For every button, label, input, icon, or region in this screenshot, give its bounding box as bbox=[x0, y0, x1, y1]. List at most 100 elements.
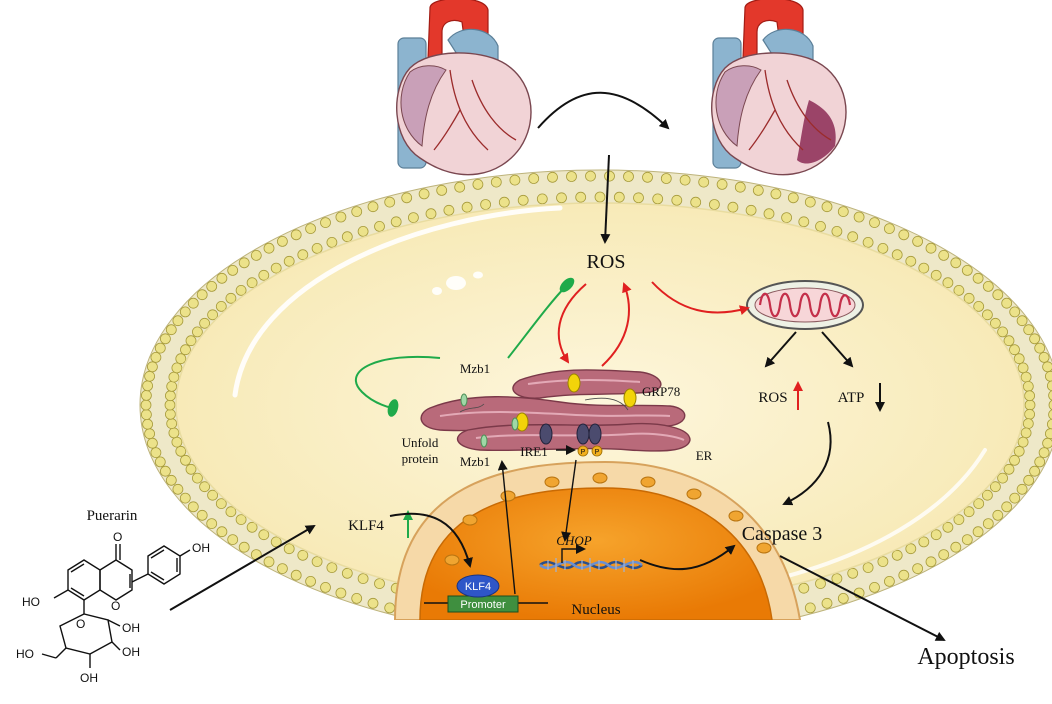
lipid-head bbox=[425, 208, 437, 220]
lipid-head bbox=[216, 272, 228, 284]
promoter-label: Promoter bbox=[460, 599, 506, 611]
lipid-head bbox=[912, 563, 923, 574]
lipid-head bbox=[982, 309, 993, 321]
mzb1-inhibits-unfold bbox=[354, 355, 441, 409]
lipid-head bbox=[357, 573, 369, 584]
lipid-head bbox=[258, 529, 270, 541]
nuclear-pore bbox=[686, 488, 702, 500]
lipid-head bbox=[1009, 344, 1020, 356]
chop-to-caspase-arrow bbox=[639, 544, 736, 571]
nuclear-pore bbox=[500, 490, 516, 502]
lipid-head bbox=[585, 170, 596, 182]
lipid-head bbox=[942, 277, 954, 289]
lipid-head bbox=[297, 249, 309, 261]
lipid-head bbox=[215, 300, 227, 312]
lipid-head bbox=[798, 216, 810, 228]
atom-oh-b: OH bbox=[122, 645, 140, 659]
lipid-head bbox=[171, 362, 183, 374]
lipid-head bbox=[938, 549, 950, 560]
lipid-head bbox=[997, 472, 1008, 484]
nucleus-label: Nucleus bbox=[571, 602, 620, 618]
mitochondrion-icon bbox=[746, 280, 864, 330]
lipid-head bbox=[963, 506, 975, 518]
lipid-head bbox=[166, 418, 178, 430]
lipid-head bbox=[642, 171, 653, 183]
lipid-head bbox=[341, 567, 353, 579]
ire1-markers: P P bbox=[539, 423, 603, 457]
lipid-head bbox=[154, 456, 166, 468]
lipid-head bbox=[263, 556, 275, 568]
lipid-head bbox=[1020, 427, 1032, 439]
lipid-head bbox=[752, 184, 764, 196]
lipid-head bbox=[961, 264, 973, 276]
lipid-head bbox=[335, 211, 347, 223]
lipid-head bbox=[1047, 380, 1052, 392]
injured-heart-icon bbox=[711, 0, 847, 176]
lipid-head bbox=[159, 465, 171, 477]
phospho-label-2: P bbox=[595, 449, 600, 456]
lipid-head bbox=[804, 602, 816, 614]
lipid-head bbox=[950, 257, 962, 269]
lipid-head bbox=[1029, 465, 1040, 477]
lipid-head bbox=[770, 188, 782, 200]
lipid-head bbox=[623, 171, 634, 182]
lipid-head bbox=[930, 529, 942, 541]
lipid-head bbox=[950, 541, 962, 553]
lipid-head bbox=[150, 447, 162, 459]
stress-to-ros-arrow bbox=[600, 154, 611, 244]
lipid-head bbox=[146, 361, 158, 373]
lipid-head bbox=[905, 543, 917, 555]
dna-helix-icon bbox=[539, 544, 643, 572]
lipid-head bbox=[140, 389, 152, 401]
lipid-head bbox=[905, 255, 917, 267]
mzb1-inhibits-unfold-bar bbox=[387, 399, 399, 417]
lipid-head bbox=[528, 173, 540, 184]
lipid-head bbox=[276, 563, 288, 574]
lipid-head bbox=[367, 597, 379, 609]
lipid-head bbox=[227, 534, 239, 545]
lipid-head bbox=[180, 344, 191, 356]
ire1-label: IRE1 bbox=[520, 444, 547, 459]
lipid-head bbox=[1013, 445, 1025, 457]
heart-transition-arrow bbox=[537, 91, 670, 130]
vesicle-small-3 bbox=[473, 271, 483, 279]
er-label: ER bbox=[696, 448, 713, 463]
lipid-head bbox=[1042, 361, 1052, 373]
lipid-head bbox=[798, 582, 810, 594]
lipid-head bbox=[1034, 456, 1046, 468]
lipid-head bbox=[1022, 380, 1034, 392]
lipid-head bbox=[290, 569, 302, 581]
lipid-head bbox=[891, 549, 903, 561]
lipid-head bbox=[436, 184, 448, 196]
lipid-head bbox=[982, 280, 994, 292]
lipid-head bbox=[172, 315, 184, 327]
lipid-head bbox=[679, 174, 691, 186]
lipid-head bbox=[150, 351, 162, 363]
lipid-head bbox=[953, 514, 965, 525]
lipid-head bbox=[831, 573, 843, 584]
lipid-head bbox=[973, 498, 985, 510]
lipid-head bbox=[1009, 492, 1021, 504]
lipid-head bbox=[216, 526, 228, 538]
lipid-head bbox=[326, 562, 338, 573]
lipid-head bbox=[953, 284, 965, 296]
lipid-head bbox=[191, 326, 203, 338]
lipid-head bbox=[384, 196, 396, 208]
er-to-ros-arrow bbox=[601, 282, 632, 367]
puerarin-to-klf4-arrow bbox=[169, 524, 316, 611]
lipid-head bbox=[613, 191, 625, 203]
lipid-head bbox=[1016, 315, 1028, 327]
atom-sugar-o: O bbox=[76, 617, 85, 631]
klf4-bound-box bbox=[456, 574, 500, 598]
lipid-head bbox=[877, 556, 889, 567]
lipid-head bbox=[1045, 370, 1052, 382]
nuclear-pores bbox=[444, 472, 772, 566]
atp-to-caspase-arrow bbox=[782, 421, 832, 506]
lipid-head bbox=[179, 306, 191, 318]
lipid-head bbox=[734, 181, 746, 193]
lipid-head bbox=[716, 178, 728, 190]
mzb1-markers bbox=[460, 393, 519, 448]
lipid-head bbox=[443, 204, 455, 216]
lipid-head bbox=[341, 231, 353, 243]
lipid-head bbox=[225, 292, 237, 304]
